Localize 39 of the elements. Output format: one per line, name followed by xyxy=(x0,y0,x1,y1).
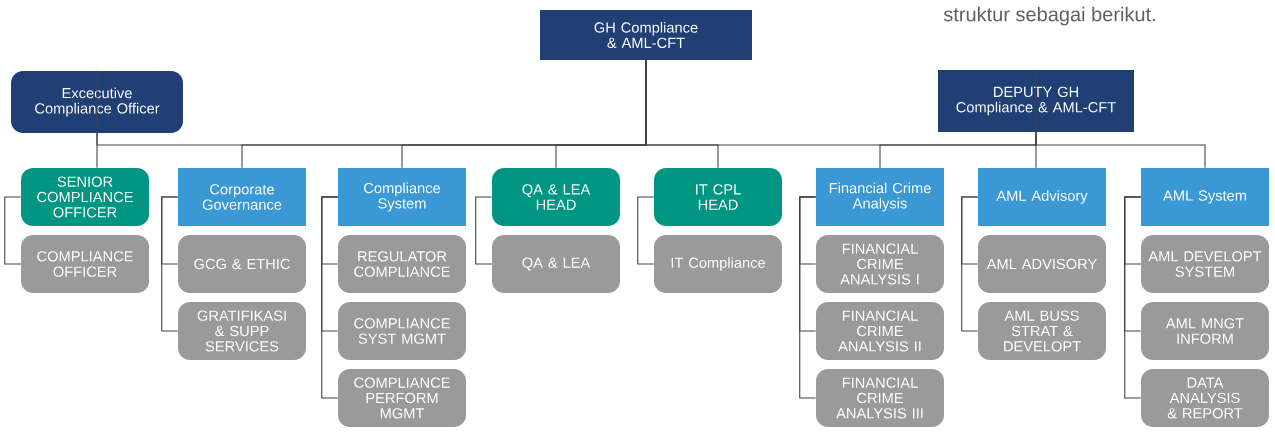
position-box: FINANCIAL CRIME ANALYSIS III xyxy=(816,369,944,427)
position-box: GRATIFIKASI & SUPP SERVICES xyxy=(178,302,306,360)
position-box: AML DEVELOPT SYSTEM xyxy=(1141,235,1269,293)
position-box: FINANCIAL CRIME ANALYSIS I xyxy=(816,235,944,293)
connector-line xyxy=(4,196,22,265)
connector-line xyxy=(321,196,339,399)
connector-line xyxy=(645,59,719,169)
position-box: DATA ANALYSIS & REPORT xyxy=(1141,369,1269,427)
position-box: GH Compliance & AML-CFT xyxy=(540,10,752,60)
position-box: COMPLIANCE SYST MGMT xyxy=(338,302,466,360)
position-box: REGULATOR COMPLIANCE xyxy=(338,235,466,293)
position-box: GCG & ETHIC xyxy=(178,235,306,293)
position-box: IT CPL HEAD xyxy=(654,168,782,226)
position-box: COMPLIANCE PERFORM MGMT xyxy=(338,369,466,427)
position-box: SENIOR COMPLIANCE OFFICER xyxy=(21,168,149,226)
position-box: COMPLIANCE OFFICER xyxy=(21,235,149,293)
position-box: FINANCIAL CRIME ANALYSIS II xyxy=(816,302,944,360)
connector-line xyxy=(961,196,979,332)
unit-box: Financial Crime Analysis xyxy=(816,168,944,226)
unit-box: AML System xyxy=(1141,168,1269,226)
position-box: AML ADVISORY xyxy=(978,235,1106,293)
position-box: Excecutive Compliance Officer xyxy=(11,71,183,133)
connector-line xyxy=(161,196,179,332)
intro-text: struktur sebagai berikut. xyxy=(943,6,1155,26)
unit-box: Corporate Governance xyxy=(178,168,306,226)
position-box: AML MNGT INFORM xyxy=(1141,302,1269,360)
connector-line xyxy=(96,132,98,169)
position-box: IT Compliance xyxy=(654,235,782,293)
position-box: AML BUSS STRAT & DEVELOPT xyxy=(978,302,1106,360)
position-box: QA & LEA xyxy=(492,235,620,293)
position-box: DEPUTY GH Compliance & AML-CFT xyxy=(938,70,1134,132)
unit-box: AML Advisory xyxy=(978,168,1106,226)
connector-line xyxy=(1124,196,1142,399)
connector-line xyxy=(799,196,817,399)
connector-line xyxy=(637,196,655,265)
position-box: QA & LEA HEAD xyxy=(492,168,620,226)
connector-line xyxy=(1035,131,1206,169)
connector-line xyxy=(475,196,493,265)
unit-box: Compliance System xyxy=(338,168,466,226)
